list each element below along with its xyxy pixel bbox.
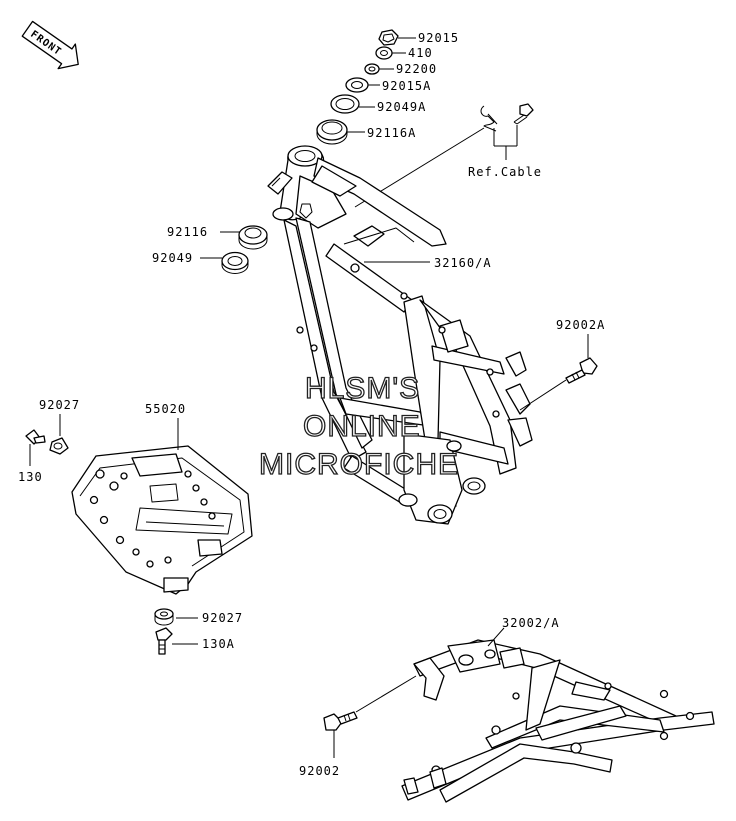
- main-frame-32160: [267, 145, 533, 525]
- collar-92027-bottom-icon: [154, 608, 174, 626]
- label-92015A: 92015A: [382, 79, 431, 93]
- label-92027-top: 92027: [39, 398, 80, 412]
- leader-lines-top: [347, 37, 416, 133]
- seal-92049A: [330, 94, 360, 114]
- skid-plate-55020: [71, 445, 253, 595]
- label-32002A: 32002/A: [502, 616, 560, 630]
- label-130A: 130A: [202, 637, 235, 651]
- bolt-130-icon: [25, 429, 46, 445]
- washer-410: [375, 46, 393, 60]
- leader-92002A-frame: [519, 379, 567, 411]
- sub-frame-32002: [401, 639, 715, 803]
- lower-bearing-parts: [221, 225, 268, 274]
- bearing-92116A: [316, 119, 348, 141]
- label-410: 410: [408, 46, 433, 60]
- watermark-line-1: HLSM'S: [305, 372, 420, 405]
- bolt-92002-icon: [323, 711, 358, 731]
- watermark-line-2: ONLINE: [303, 410, 421, 443]
- watermark-line-3: MICROFICHE: [259, 448, 459, 481]
- bearing-92116: [238, 225, 268, 245]
- bolt-92002A-icon: [565, 357, 598, 384]
- label-92027-bottom: 92027: [202, 611, 243, 625]
- label-92116: 92116: [167, 225, 208, 239]
- nut-92015A: [345, 77, 369, 93]
- ref-cable-bracket: [493, 125, 518, 160]
- label-92049: 92049: [152, 251, 193, 265]
- bolt-130A-icon: [155, 627, 173, 655]
- label-130: 130: [18, 470, 43, 484]
- washer-92200: [364, 63, 380, 75]
- label-55020: 55020: [145, 402, 186, 416]
- front-arrow-icon: FRONT: [21, 20, 79, 70]
- label-92015: 92015: [418, 31, 459, 45]
- label-32160A: 32160/A: [434, 256, 492, 270]
- seal-92049: [221, 251, 249, 271]
- label-92002A: 92002A: [556, 318, 605, 332]
- nut-92015: [378, 29, 399, 46]
- leader-32002: [487, 627, 505, 647]
- cable-bolt-icon: [513, 103, 534, 125]
- cable-clip-icon: [480, 105, 498, 132]
- label-92049A: 92049A: [377, 100, 426, 114]
- label-92200: 92200: [396, 62, 437, 76]
- ref-cable-label: Ref.Cable: [468, 165, 542, 179]
- collar-92027-top-icon: [49, 437, 69, 455]
- label-92002: 92002: [299, 764, 340, 778]
- leader-92002-frame: [355, 675, 417, 713]
- label-92116A: 92116A: [367, 126, 416, 140]
- steering-stack-parts: [316, 29, 399, 145]
- watermark: HLSM'S ONLINE MICROFICHE: [258, 371, 459, 481]
